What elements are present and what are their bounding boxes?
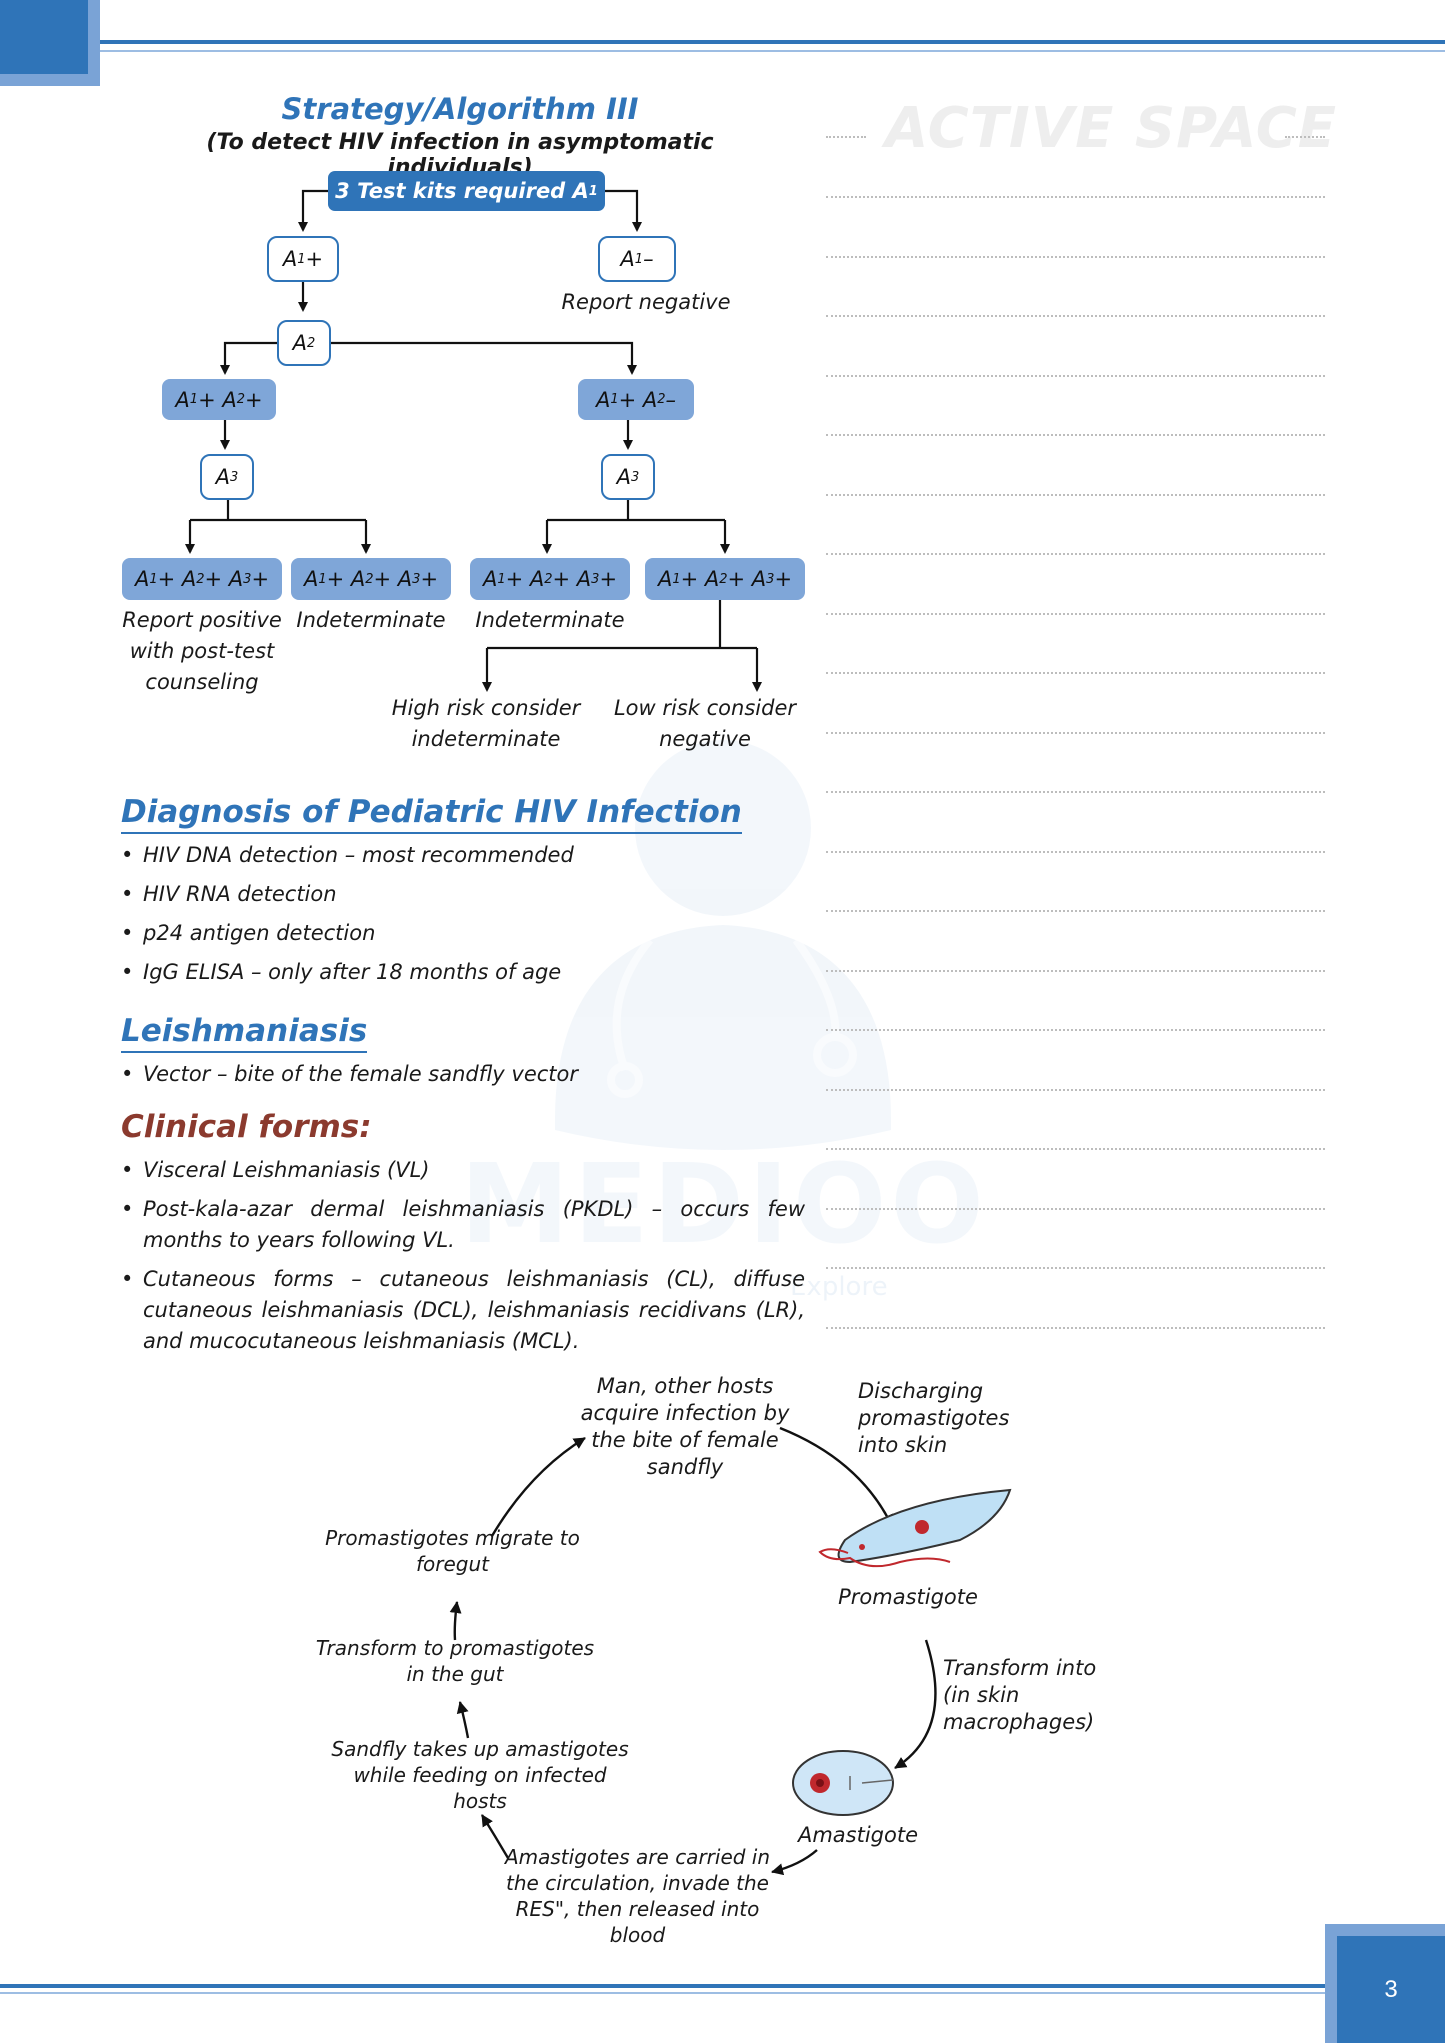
- risk-low-label: Low risk consider negative: [613, 696, 796, 751]
- note-line: [826, 1326, 1325, 1329]
- active-space-dots: [1285, 136, 1325, 138]
- pediatric-list: HIV DNA detection – most recommended HIV…: [121, 840, 805, 996]
- lifecycle-discharging: Discharging promastigotes into skin: [858, 1379, 1010, 1457]
- promastigote-icon: [818, 1488, 1012, 1568]
- note-line: [826, 374, 1325, 377]
- note-line: [826, 196, 1325, 198]
- leishmaniasis-section-title: Leishmaniasis: [121, 1013, 368, 1053]
- list-item: HIV RNA detection: [121, 879, 805, 910]
- pediatric-section-title: Diagnosis of Pediatric HIV Infection: [121, 794, 742, 834]
- note-line: [826, 553, 1325, 555]
- header-rule-thin: [100, 50, 1445, 52]
- amastigote-icon: [792, 1750, 894, 1816]
- lifecycle-promastigote-label: Promastigote: [838, 1585, 978, 1609]
- list-item: Cutaneous forms – cutaneous leishmaniasi…: [121, 1264, 805, 1357]
- outcome-report-positive: Report positive with post-test counselin…: [122, 608, 282, 694]
- note-line: [826, 850, 1325, 853]
- note-line: [826, 493, 1325, 496]
- active-space-dots: [826, 136, 866, 138]
- list-item: Post-kala-azar dermal leishmaniasis (PKD…: [121, 1194, 805, 1256]
- note-line: [826, 1029, 1325, 1031]
- report-negative-label: Report negative: [561, 290, 731, 314]
- note-line: [826, 434, 1325, 436]
- risk-high-label: High risk consider indeterminate: [391, 696, 581, 751]
- outcome-indeterminate: Indeterminate: [475, 608, 625, 632]
- note-line: [826, 1207, 1325, 1210]
- note-line: [826, 791, 1325, 793]
- header-rule: [100, 40, 1445, 44]
- outcome-indeterminate: Indeterminate: [296, 608, 446, 632]
- note-line: [826, 731, 1325, 734]
- lifecycle-sandfly-takes-up: Sandfly takes up amastigotes while feedi…: [331, 1737, 629, 1813]
- list-item: IgG ELISA – only after 18 months of age: [121, 957, 805, 988]
- note-line: [826, 1267, 1325, 1269]
- list-item: Visceral Leishmaniasis (VL): [121, 1155, 805, 1186]
- note-line: [826, 1088, 1325, 1091]
- footer-rule: [0, 1984, 1325, 1988]
- list-item: Vector – bite of the female sandfly vect…: [121, 1059, 805, 1090]
- note-line: [826, 612, 1325, 615]
- note-line: [826, 1148, 1325, 1150]
- footer-rule-thin: [0, 1992, 1325, 1994]
- lifecycle-carried-circulation: Amastigotes are carried in the circulati…: [504, 1845, 771, 1947]
- note-line: [826, 910, 1325, 912]
- list-item: HIV DNA detection – most recommended: [121, 840, 805, 871]
- note-line: [826, 969, 1325, 972]
- note-line: [826, 315, 1325, 317]
- clinical-forms-title: Clinical forms:: [121, 1109, 372, 1145]
- corner-decoration-bottom-right-inner: [1337, 1936, 1445, 2043]
- lifecycle-migrate-foregut: Promastigotes migrate to foregut: [325, 1526, 580, 1576]
- algorithm-title: Strategy/Algorithm III: [281, 92, 639, 126]
- watermark-tagline: Explore: [790, 1272, 888, 1302]
- leishmaniasis-list: Vector – bite of the female sandfly vect…: [121, 1059, 805, 1098]
- note-line: [826, 255, 1325, 258]
- lifecycle-man-infection: Man, other hosts acquire infection by th…: [580, 1374, 790, 1479]
- clinical-forms-list: Visceral Leishmaniasis (VL) Post-kala-az…: [121, 1155, 805, 1365]
- lifecycle-transform-gut: Transform to promastigotes in the gut: [315, 1636, 595, 1686]
- life-cycle-diagram: [449, 1426, 1012, 1876]
- lifecycle-transform-skin: Transform into (in skin macrophages): [943, 1656, 1097, 1734]
- list-item: p24 antigen detection: [121, 918, 805, 949]
- note-line: [826, 672, 1325, 674]
- corner-decoration-top-left-inner: [0, 0, 88, 74]
- page-number: 3: [1384, 1975, 1398, 2003]
- lifecycle-amastigote-label: Amastigote: [797, 1823, 919, 1847]
- algorithm-connectors: [185, 189, 762, 692]
- active-space-label: ACTIVE SPACE: [885, 96, 1338, 161]
